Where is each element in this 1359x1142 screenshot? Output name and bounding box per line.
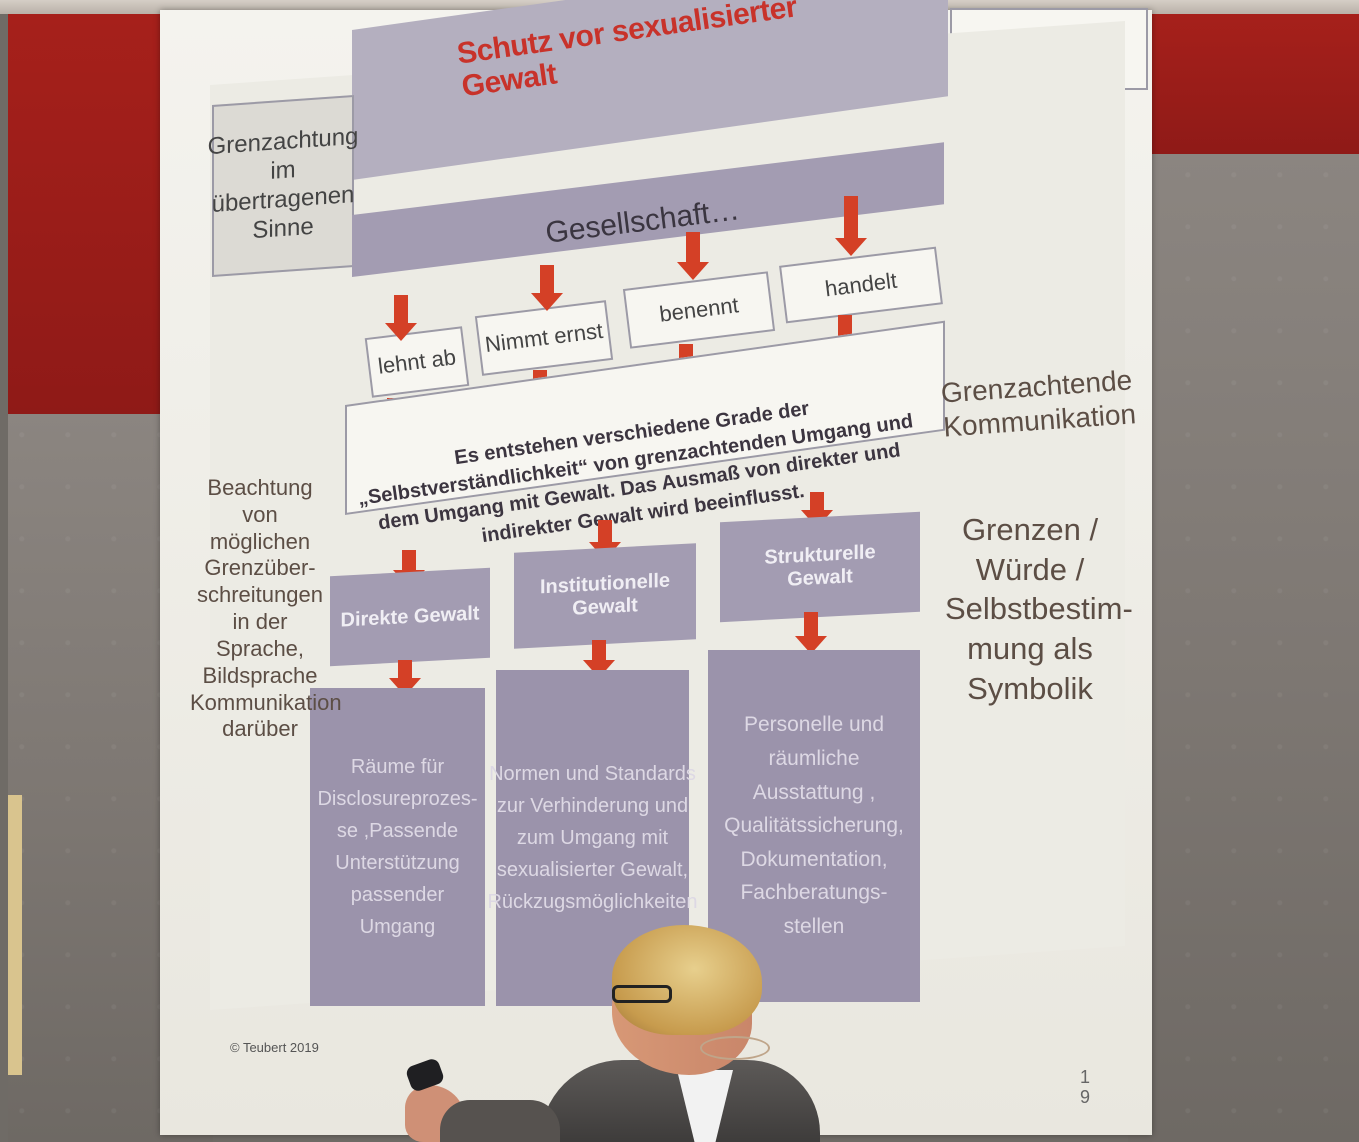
action-label-nimmt-ernst: Nimmt ernst: [483, 317, 605, 358]
measure-text-2: Normen und Standards zur Verhinderung un…: [487, 763, 698, 913]
slide-page-number: 19: [1080, 1067, 1091, 1107]
action-label-handelt: handelt: [823, 267, 899, 302]
measure-box-1: Räume für Disclosureprozes-se ,Passende …: [310, 688, 485, 1006]
arrow-type-3: [795, 612, 827, 654]
measure-text-1: Räume für Disclosureprozes-se ,Passende …: [317, 756, 478, 938]
arrow-type-2: [583, 640, 615, 678]
measure-box-3: Personelle und räumliche Ausstattung , Q…: [708, 650, 920, 1002]
right-text: Grenzen / Würde / Selbstbestim-mung als …: [945, 512, 1133, 706]
arrow-society-1: [385, 295, 417, 341]
slide-footer: © Teubert 2019: [230, 1040, 319, 1055]
speaker-hair: [612, 925, 762, 1035]
speaker-sleeve: [440, 1100, 560, 1142]
arrow-middle-1: [393, 550, 425, 588]
violence-type-direct: Direkte Gewalt: [330, 567, 490, 667]
action-label-lehnt-ab: lehnt ab: [376, 344, 458, 379]
arrow-middle-3: [801, 492, 833, 528]
action-label-benennt: benennt: [657, 292, 740, 327]
measure-box-2: Normen und Standards zur Verhinderung un…: [487, 670, 698, 1006]
right-heading: Grenzachtende Kommunikation: [939, 364, 1137, 443]
violence-type-institutional-label: Institutionelle Gewalt: [540, 569, 670, 620]
arrow-society-2: [531, 265, 563, 311]
violence-type-institutional: Institutionelle Gewalt: [514, 543, 696, 649]
top-left-box: Grenzachtung im übertragenen Sinne: [208, 95, 358, 277]
red-wall-right: [1150, 14, 1359, 154]
violence-type-structural-label: Strukturelle Gewalt: [764, 541, 876, 591]
measure-text-3: Personelle und räumliche Ausstattung , Q…: [724, 713, 904, 938]
top-left-box-text: Grenzachtung im übertragenen Sinne: [207, 123, 359, 244]
action-box-lehnt-ab: lehnt ab: [364, 326, 470, 398]
arrow-society-4: [835, 196, 867, 256]
speaker-glasses: [612, 985, 672, 1003]
left-column-text: Beachtung von möglichen Grenzüber-schrei…: [190, 475, 342, 742]
violence-type-direct-label: Direkte Gewalt: [340, 601, 480, 632]
arrow-type-1: [389, 660, 421, 696]
arrow-society-3: [677, 232, 709, 280]
concrete-wall-right: [1128, 154, 1359, 1142]
headset-mic: [700, 1036, 770, 1060]
arrow-middle-2: [589, 520, 621, 560]
violence-type-structural: Strukturelle Gewalt: [720, 511, 920, 623]
whiteboard-edge: [8, 795, 22, 1075]
